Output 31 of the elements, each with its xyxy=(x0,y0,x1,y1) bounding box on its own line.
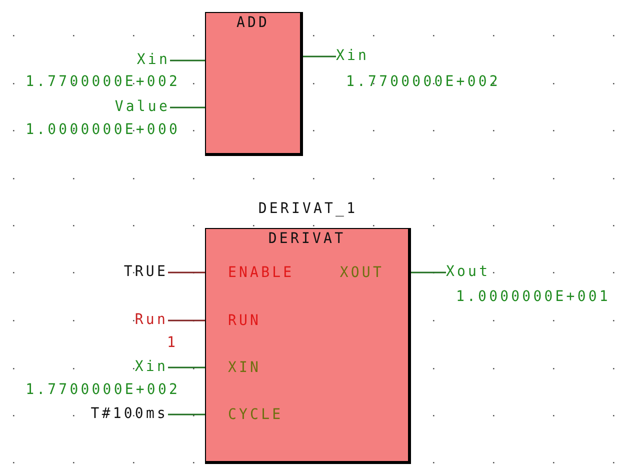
instance-name: DERIVAT_1 xyxy=(257,200,359,218)
variable-name: Xout xyxy=(446,262,490,282)
variable-name: Xin xyxy=(336,46,370,66)
connection-line xyxy=(303,56,336,58)
connection-line xyxy=(168,272,206,274)
connection-line xyxy=(168,414,206,416)
variable-name: Run xyxy=(134,310,168,330)
current-value: 1.0000000E+001 xyxy=(456,288,610,306)
variable-name: Xin xyxy=(134,358,168,376)
function-block xyxy=(205,12,303,156)
function-block xyxy=(205,228,411,464)
pin-name: XIN xyxy=(206,358,262,378)
pin-name: CYCLE xyxy=(206,406,284,424)
constant-value: T#100ms xyxy=(90,404,168,424)
connection-line xyxy=(168,320,206,322)
variable-name: Value xyxy=(114,98,170,116)
current-value: 1.7700000E+002 xyxy=(26,380,180,400)
connection-line xyxy=(170,60,205,62)
current-value: 1.0000000E+000 xyxy=(26,120,180,140)
current-value: 1 xyxy=(166,334,178,352)
block-type-name: ADD xyxy=(235,14,271,32)
connection-line xyxy=(168,366,206,368)
connection-line xyxy=(170,106,205,108)
variable-name: Xin xyxy=(136,50,170,70)
current-value: 1.7700000E+002 xyxy=(26,72,180,92)
current-value: 1.7700000E+002 xyxy=(346,72,500,92)
pin-name: RUN xyxy=(206,312,262,330)
pin-name: XOUT xyxy=(340,264,408,282)
pin-name: ENABLE xyxy=(206,264,294,282)
constant-value: TRUE xyxy=(124,262,168,282)
block-type-name: DERIVAT xyxy=(267,230,347,248)
